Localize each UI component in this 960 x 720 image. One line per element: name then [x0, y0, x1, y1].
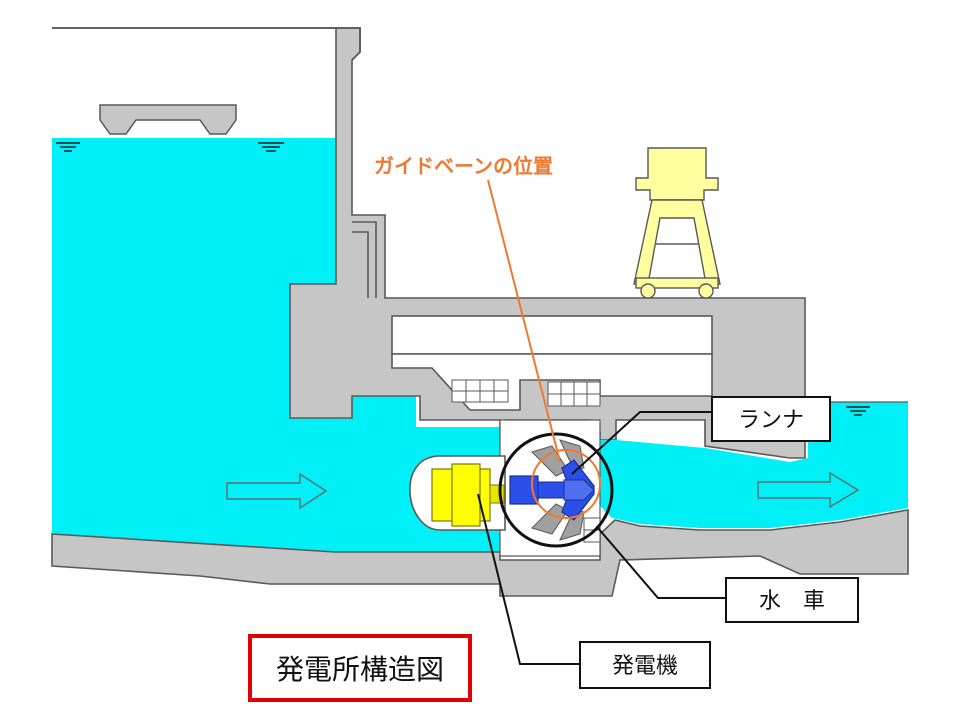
- runner-leader-line: [571, 411, 712, 475]
- title-box: 発電所構造図: [248, 634, 472, 702]
- gantry-crane: [633, 147, 721, 299]
- powerhouse-room: [391, 315, 713, 355]
- water-surface-mark-center: [258, 142, 284, 152]
- floating-boom: [99, 104, 237, 135]
- dam-top-outline: [52, 27, 361, 61]
- turbine-circle: [498, 432, 614, 548]
- generator-leader-line: [477, 493, 600, 665]
- gate-shaft: [352, 221, 377, 298]
- turbine-label-box: 水 車: [725, 577, 859, 623]
- flow-arrow-downstream: [757, 471, 860, 509]
- turbine-shaft: [509, 475, 539, 505]
- turbine-label: 水 車: [759, 589, 825, 614]
- guide-vane-label: ガイドベーンの位置: [374, 154, 553, 178]
- guide-vane-circle: [531, 449, 601, 519]
- turbine-leader-line: [597, 527, 726, 599]
- guide-vane-leader-line: [487, 179, 561, 463]
- guide-vanes: [531, 439, 585, 541]
- page-title: 発電所構造図: [276, 653, 444, 686]
- runner-label: ランナ: [738, 408, 804, 433]
- generator-label: 発電機: [612, 654, 678, 679]
- water-surface-mark-right: [846, 406, 870, 416]
- runner-label-box: ランナ: [711, 396, 831, 442]
- generator-label-box: 発電機: [579, 641, 711, 689]
- grid-block-right: [547, 381, 601, 407]
- generator-core: [451, 463, 481, 527]
- turbine-shaft-thin: [537, 481, 565, 499]
- runner-hub: [563, 479, 595, 501]
- grid-block-left: [451, 379, 509, 403]
- riverbed-foundation: [51, 509, 909, 597]
- flow-arrow-upstream: [226, 472, 328, 510]
- water-surface-mark-left: [56, 142, 80, 152]
